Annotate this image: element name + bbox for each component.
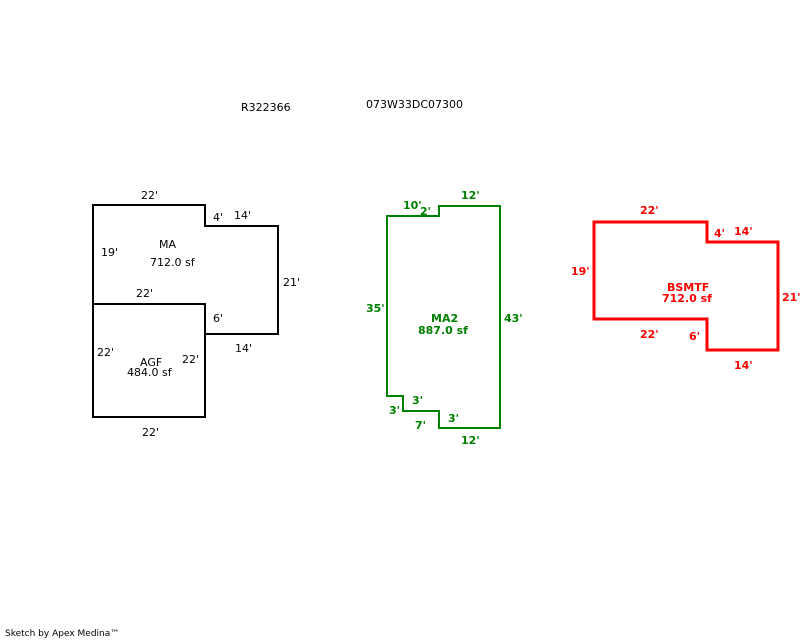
ma2-dim-bottom: 12' <box>461 434 480 447</box>
agf-dim-top: 22' <box>136 287 153 300</box>
ma2-dim-step-top: 2' <box>420 205 431 218</box>
bsmtf-dim-right: 21' <box>782 291 800 304</box>
ma2-dim-step2-v: 3' <box>448 412 459 425</box>
agf-outline <box>92 303 206 418</box>
ma2-dim-top-left: 10' <box>403 199 422 212</box>
ma-dim-notch: 4' <box>213 211 223 224</box>
bsmtf-name: BSMTF <box>667 281 709 294</box>
agf-dim-right: 22' <box>182 353 199 366</box>
ma-dim-right: 21' <box>283 276 300 289</box>
bsmtf-area: 712.0 sf <box>662 292 712 305</box>
ma-dim-bottom-right: 14' <box>235 342 252 355</box>
agf-dim-bottom: 22' <box>142 426 159 439</box>
agf-dim-left: 22' <box>97 346 114 359</box>
ma2-dim-top-right: 12' <box>461 189 480 202</box>
bsmtf-dim-bottom-right: 14' <box>734 359 753 372</box>
ma2-dim-step1-v: 3' <box>389 404 400 417</box>
ma2-name: MA2 <box>431 312 458 325</box>
bsmtf-dim-top: 22' <box>640 204 659 217</box>
ma-dim-step: 6' <box>213 312 223 325</box>
agf-name: AGF <box>140 356 162 369</box>
ma2-outline <box>386 205 501 429</box>
bsmtf-outline <box>592 220 780 352</box>
ma2-dim-left: 35' <box>366 302 385 315</box>
parcel-id: R322366 <box>241 101 291 114</box>
ma2-dim-step1-h: 3' <box>412 394 423 407</box>
ma-dim-top: 22' <box>141 189 158 202</box>
bsmtf-dim-left: 19' <box>571 265 590 278</box>
agf-area: 484.0 sf <box>127 366 173 379</box>
ma2-dim-step2-h: 7' <box>415 419 426 432</box>
ma-area: 712.0 sf <box>150 256 196 269</box>
bsmtf-dim-upper-right: 14' <box>734 225 753 238</box>
bsmtf-dim-notch: 4' <box>714 227 725 240</box>
ma-name: MA <box>159 238 176 251</box>
bsmtf-dim-bottom-left: 22' <box>640 328 659 341</box>
ma2-dim-right: 43' <box>504 312 523 325</box>
footer-credit: Sketch by Apex Medina™ <box>5 629 119 639</box>
ma-outline <box>92 204 279 335</box>
ma-dim-left: 19' <box>101 246 118 259</box>
ma-dim-upper-right: 14' <box>234 209 251 222</box>
bsmtf-dim-step: 6' <box>689 330 700 343</box>
ma2-area: 887.0 sf <box>418 324 468 337</box>
map-number: 073W33DC07300 <box>366 98 463 111</box>
